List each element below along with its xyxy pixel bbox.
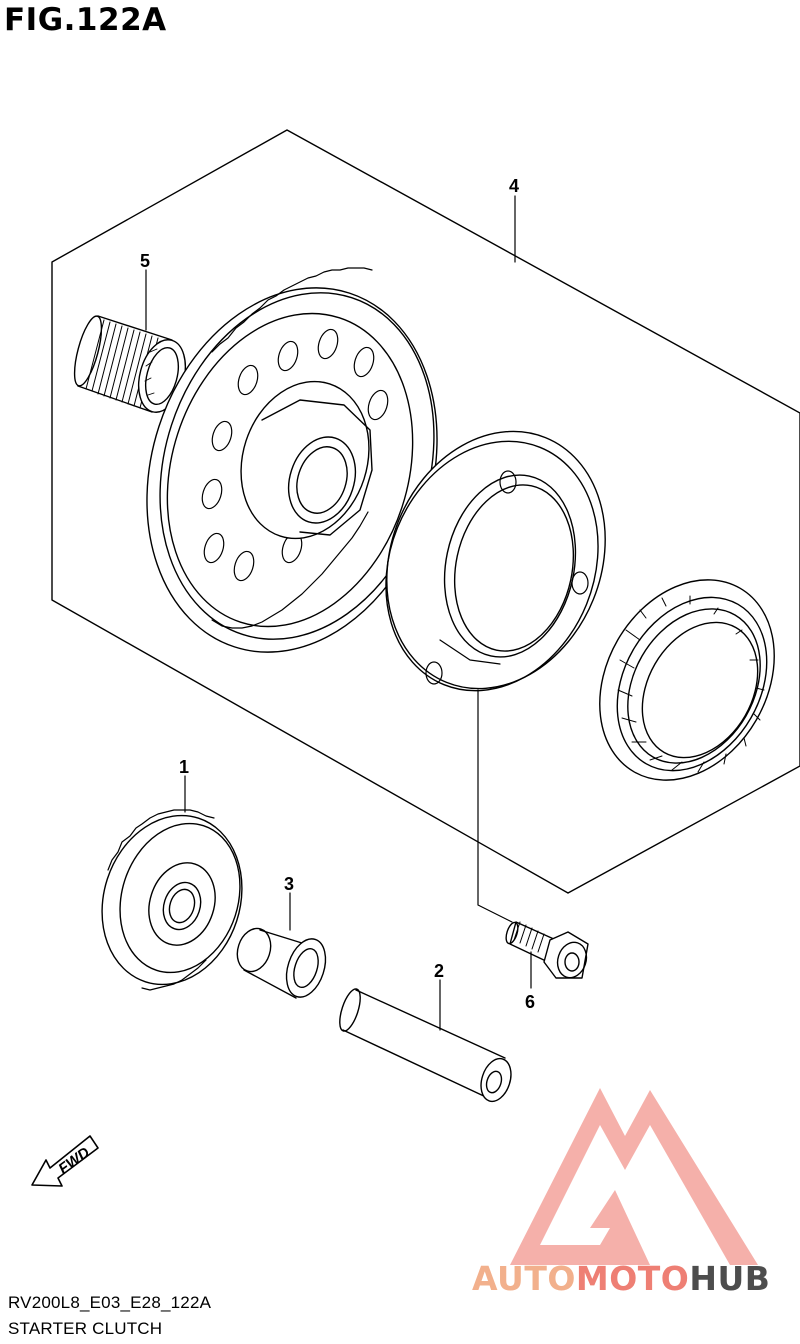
- starter-driven-gear-part-4: [146, 267, 438, 653]
- assembly-boundary: [51, 129, 800, 894]
- leader-lines: [145, 195, 532, 1031]
- one-way-clutch-part-4: [599, 579, 775, 781]
- figure-code: RV200L8_E03_E28_122A: [8, 1293, 212, 1312]
- bolt-part-6: [505, 921, 589, 979]
- automotohub-logo-icon: [510, 1088, 758, 1265]
- starter-idle-gear-part-1: [101, 809, 243, 991]
- figure-caption: STARTER CLUTCH: [8, 1319, 163, 1338]
- watermark-auto: AUTO: [472, 1259, 576, 1298]
- watermark-hub: HUB: [689, 1259, 771, 1298]
- fwd-arrow-icon: FWD: [31, 1135, 99, 1187]
- watermark-brand: AUTOMOTOHUB: [472, 1259, 770, 1298]
- figure-title: FIG.122A: [4, 2, 167, 38]
- shaft-part-2: [339, 988, 512, 1103]
- callout-2: 2: [434, 961, 444, 981]
- callout-5: 5: [140, 251, 150, 271]
- callout-4: 4: [509, 176, 519, 196]
- callout-1: 1: [179, 757, 189, 777]
- callout-6: 6: [525, 992, 535, 1012]
- watermark-moto: MOTO: [575, 1259, 690, 1298]
- bushing-part-3: [236, 925, 327, 999]
- clutch-housing-part-4: [385, 430, 606, 692]
- callout-3: 3: [284, 874, 294, 894]
